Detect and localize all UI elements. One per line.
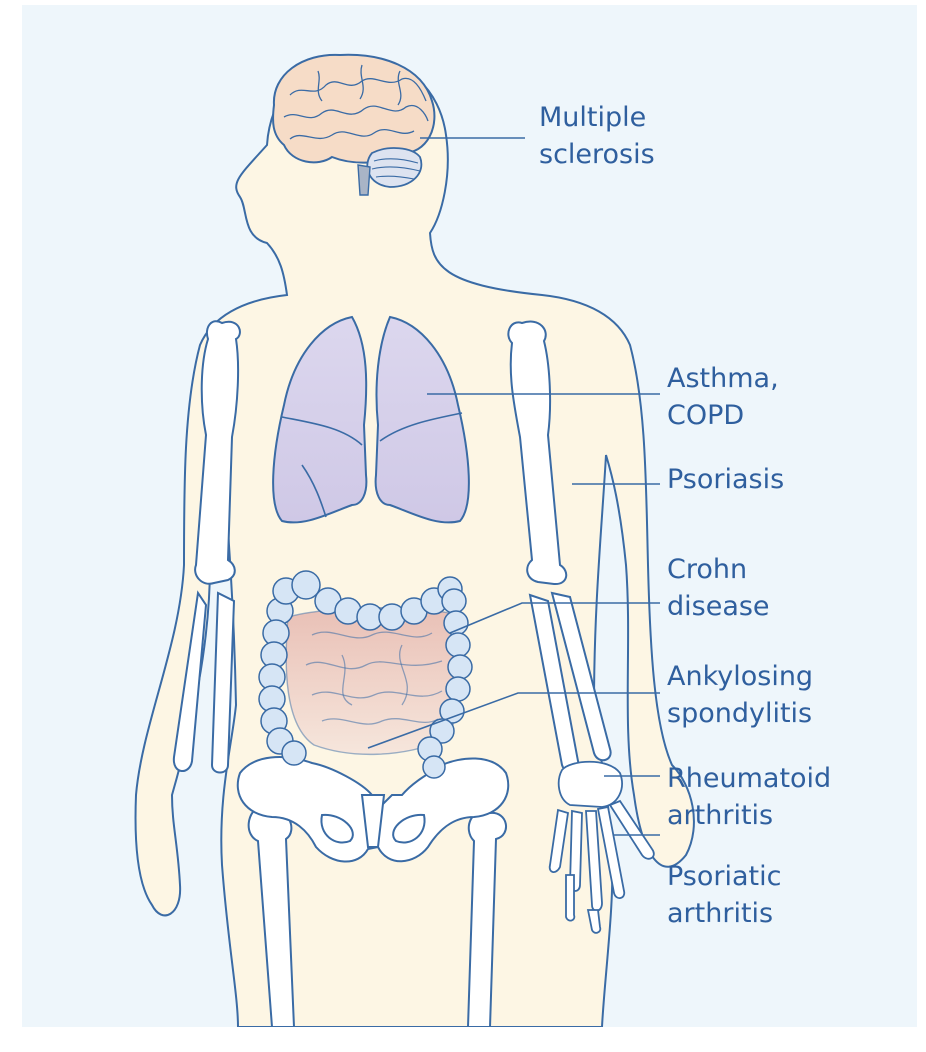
label-rheumatoid-arthritis: Rheumatoid arthritis [667,760,831,834]
label-line: Ankylosing [667,658,813,695]
label-line: Psoriasis [667,461,784,498]
label-line: spondylitis [667,695,813,732]
body-diagram: Multiple sclerosis Asthma, COPD Psoriasi… [22,5,917,1027]
label-asthma-copd: Asthma, COPD [667,360,779,434]
label-multiple-sclerosis: Multiple sclerosis [539,99,655,173]
label-line: Psoriatic [667,858,781,895]
label-psoriatic-arthritis: Psoriatic arthritis [667,858,781,932]
label-line: arthritis [667,895,781,932]
label-line: Asthma, [667,360,779,397]
label-line: Multiple [539,99,655,136]
label-ankylosing-spondylitis: Ankylosing spondylitis [667,658,813,732]
label-line: Crohn [667,551,770,588]
label-line: arthritis [667,797,831,834]
label-line: disease [667,588,770,625]
label-crohn-disease: Crohn disease [667,551,770,625]
label-line: Rheumatoid [667,760,831,797]
label-line: COPD [667,397,779,434]
label-psoriasis: Psoriasis [667,461,784,498]
label-line: sclerosis [539,136,655,173]
